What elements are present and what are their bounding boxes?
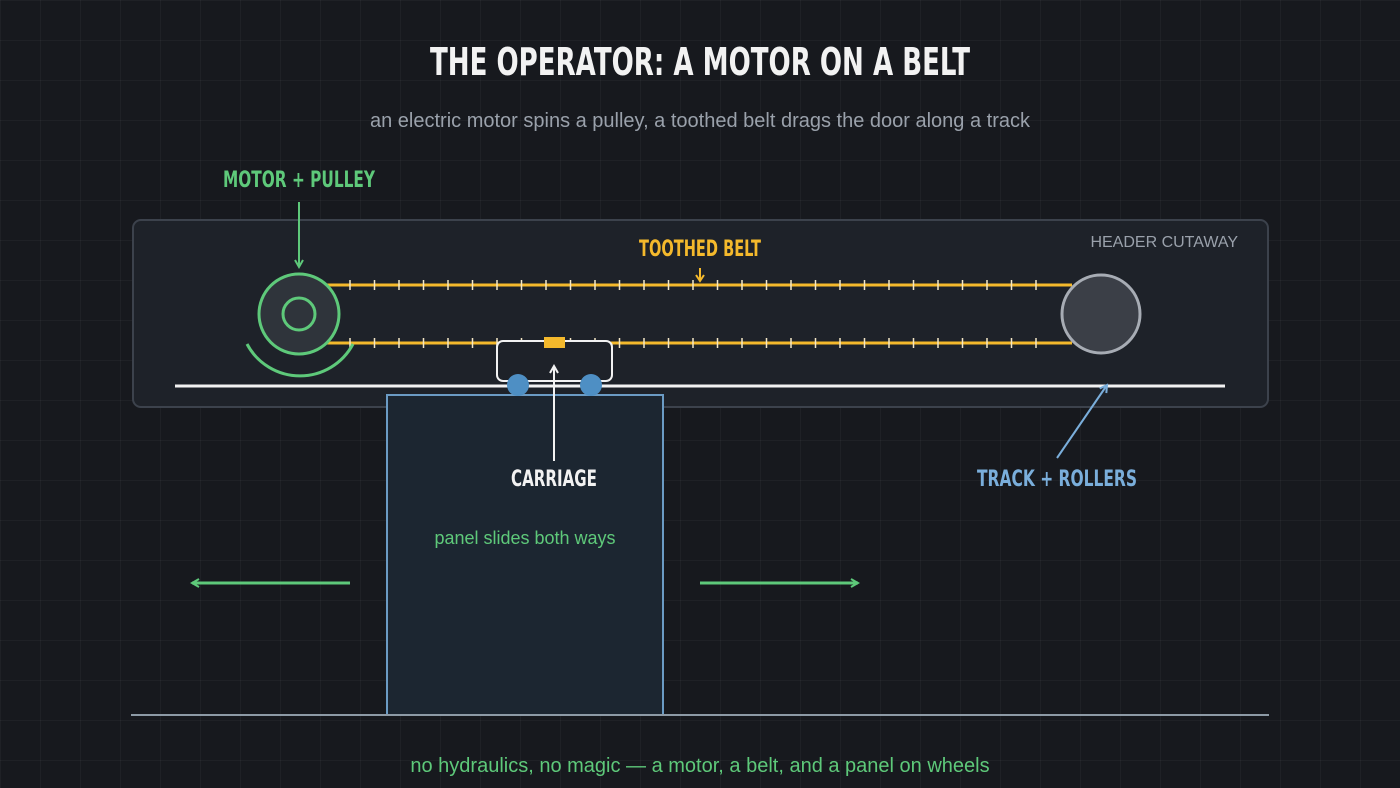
motor-pulley-icon [245, 272, 355, 378]
header-cutaway-label: HEADER CUTAWAY [1090, 234, 1238, 251]
roller-icon [507, 374, 529, 396]
roller-icon [580, 374, 602, 396]
track-rollers-arrow [1056, 385, 1107, 459]
page-subtitle: an electric motor spins a pulley, a toot… [370, 110, 1031, 132]
belt-clamp [544, 337, 565, 348]
motor-pulley-label: MOTOR + PULLEY [223, 168, 376, 193]
belt-teeth [349, 280, 1037, 348]
toothed-belt [326, 280, 1072, 348]
panel-note: panel slides both ways [434, 528, 615, 548]
carriage-label: CARRIAGE [511, 467, 597, 492]
footer-caption: no hydraulics, no magic — a motor, a bel… [410, 755, 989, 777]
track-rollers-label: TRACK + ROLLERS [977, 467, 1137, 492]
toothed-belt-label: TOOTHED BELT [639, 237, 761, 262]
door-panel [386, 394, 664, 716]
page-title: THE OPERATOR: A MOTOR ON A BELT [430, 40, 970, 84]
idler-pulley-icon [1060, 273, 1142, 355]
header-cutaway-box [132, 219, 1269, 408]
